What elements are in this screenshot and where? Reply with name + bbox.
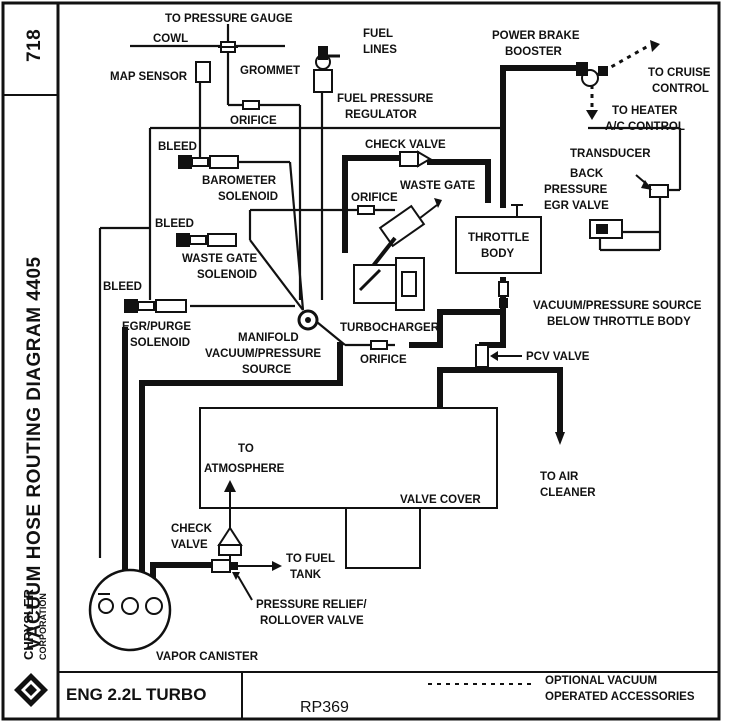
svg-text:POWER BRAKE: POWER BRAKE (492, 30, 580, 42)
check-valve-top (399, 150, 432, 168)
svg-text:SOURCE: SOURCE (242, 364, 292, 376)
svg-text:BAROMETER: BAROMETER (202, 175, 277, 187)
side-number: 718 (24, 29, 45, 62)
svg-text:VAPOR CANISTER: VAPOR CANISTER (156, 651, 259, 663)
brand-subname: CORPORATION (38, 593, 48, 660)
svg-text:CORPORATION: CORPORATION (38, 593, 48, 660)
check-valve-low (217, 526, 243, 565)
air-cleaner-arrow (555, 432, 565, 445)
legend-line-1: OPTIONAL VACUUM (545, 675, 657, 687)
svg-text:PCV VALVE: PCV VALVE (526, 351, 590, 363)
svg-text:CHECK VALVE: CHECK VALVE (365, 139, 446, 151)
svg-text:BOOSTER: BOOSTER (505, 46, 563, 58)
brand-name: CHRYSLER (21, 588, 36, 660)
svg-text:CHECK: CHECK (171, 523, 213, 535)
svg-text:ORIFICE: ORIFICE (360, 354, 407, 366)
svg-text:BLEED: BLEED (155, 218, 194, 230)
svg-text:CONTROL: CONTROL (652, 83, 709, 95)
svg-text:VACUUM/PRESSURE SOURCE: VACUUM/PRESSURE SOURCE (533, 300, 702, 312)
svg-text:TO PRESSURE GAUGE: TO PRESSURE GAUGE (165, 13, 293, 25)
svg-text:BELOW THROTTLE BODY: BELOW THROTTLE BODY (547, 316, 691, 328)
throttle-body (455, 204, 542, 274)
svg-text:TO HEATER: TO HEATER (612, 105, 678, 117)
svg-text:EGR/PURGE: EGR/PURGE (122, 321, 191, 333)
svg-text:PRESSURE: PRESSURE (544, 184, 608, 196)
svg-text:ORIFICE: ORIFICE (351, 192, 398, 204)
chrysler-pentastar-logo (14, 673, 48, 707)
egr-purge-solenoid (124, 299, 187, 313)
svg-text:VALVE COVER: VALVE COVER (400, 494, 481, 506)
manifold-fitting (297, 309, 319, 331)
atmosphere-arrow (224, 480, 236, 528)
svg-text:MAP SENSOR: MAP SENSOR (110, 71, 188, 83)
svg-text:LINES: LINES (363, 44, 397, 56)
svg-text:PRESSURE RELIEF/: PRESSURE RELIEF/ (256, 599, 367, 611)
svg-text:A/C CONTROL: A/C CONTROL (605, 121, 685, 133)
orifice-top (242, 100, 260, 110)
svg-text:TO: TO (238, 443, 254, 455)
svg-text:718: 718 (24, 29, 45, 62)
svg-text:COWL: COWL (153, 33, 188, 45)
svg-text:THROTTLE: THROTTLE (468, 232, 530, 244)
svg-text:VALVE: VALVE (171, 539, 208, 551)
svg-text:WASTE GATE: WASTE GATE (400, 180, 476, 192)
map-sensor (195, 61, 211, 83)
svg-text:BODY: BODY (481, 248, 515, 260)
svg-text:SOLENOID: SOLENOID (130, 337, 190, 349)
svg-text:ORIFICE: ORIFICE (230, 115, 277, 127)
vapor-canister (88, 568, 172, 652)
waste-gate-solenoid (176, 233, 237, 247)
transducer (635, 174, 669, 198)
svg-text:CHRYSLER: CHRYSLER (21, 588, 36, 660)
svg-text:TO CRUISE: TO CRUISE (648, 67, 711, 79)
side-title: VACUUM HOSE ROUTING DIAGRAM 4405 (24, 256, 45, 650)
svg-text:SOLENOID: SOLENOID (197, 269, 257, 281)
labels: TO PRESSURE GAUGE COWL GROMMET FUEL LINE… (103, 13, 711, 663)
power-brake-booster-junction (576, 62, 608, 87)
svg-text:GROMMET: GROMMET (240, 65, 300, 77)
svg-text:TO AIR: TO AIR (540, 471, 579, 483)
turbocharger (353, 257, 425, 311)
svg-text:FUEL: FUEL (363, 28, 393, 40)
svg-text:WASTE GATE: WASTE GATE (182, 253, 258, 265)
thin-lines (98, 24, 682, 558)
svg-text:CLEANER: CLEANER (540, 487, 596, 499)
svg-text:TURBOCHARGER: TURBOCHARGER (340, 322, 440, 334)
barometer-solenoid (178, 155, 239, 169)
legend-line-2: OPERATED ACCESSORIES (545, 691, 695, 703)
orifice-low (370, 340, 388, 350)
svg-text:VACUUM HOSE ROUTING DIAGRAM 44: VACUUM HOSE ROUTING DIAGRAM 4405 (24, 256, 45, 650)
outer-frame (1, 1, 721, 721)
grommet (218, 41, 238, 53)
svg-text:EGR VALVE: EGR VALVE (544, 200, 609, 212)
svg-text:BLEED: BLEED (103, 281, 142, 293)
thick-hoses (122, 65, 581, 578)
svg-text:ROLLOVER VALVE: ROLLOVER VALVE (260, 615, 364, 627)
pcv-valve (475, 344, 522, 368)
svg-text:REGULATOR: REGULATOR (345, 109, 417, 121)
svg-text:VACUUM/PRESSURE: VACUUM/PRESSURE (205, 348, 321, 360)
valve-cover (199, 407, 498, 569)
svg-text:TO FUEL: TO FUEL (286, 553, 335, 565)
svg-text:FUEL PRESSURE: FUEL PRESSURE (337, 93, 434, 105)
fuel-pressure-regulator (313, 46, 340, 93)
svg-text:TRANSDUCER: TRANSDUCER (570, 148, 651, 160)
pressure-relief-valve (211, 559, 282, 601)
svg-text:MANIFOLD: MANIFOLD (238, 332, 299, 344)
engine-label: ENG 2.2L TURBO (66, 685, 206, 704)
orifice-mid (357, 205, 375, 215)
svg-text:BLEED: BLEED (158, 141, 197, 153)
svg-text:TANK: TANK (290, 569, 322, 581)
diagram-code: RP369 (300, 699, 349, 716)
svg-text:ATMOSPHERE: ATMOSPHERE (204, 463, 285, 475)
back-pressure-egr-valve (589, 219, 623, 239)
svg-text:SOLENOID: SOLENOID (218, 191, 278, 203)
throttle-body-fitting (498, 281, 509, 308)
svg-text:BACK: BACK (570, 168, 604, 180)
